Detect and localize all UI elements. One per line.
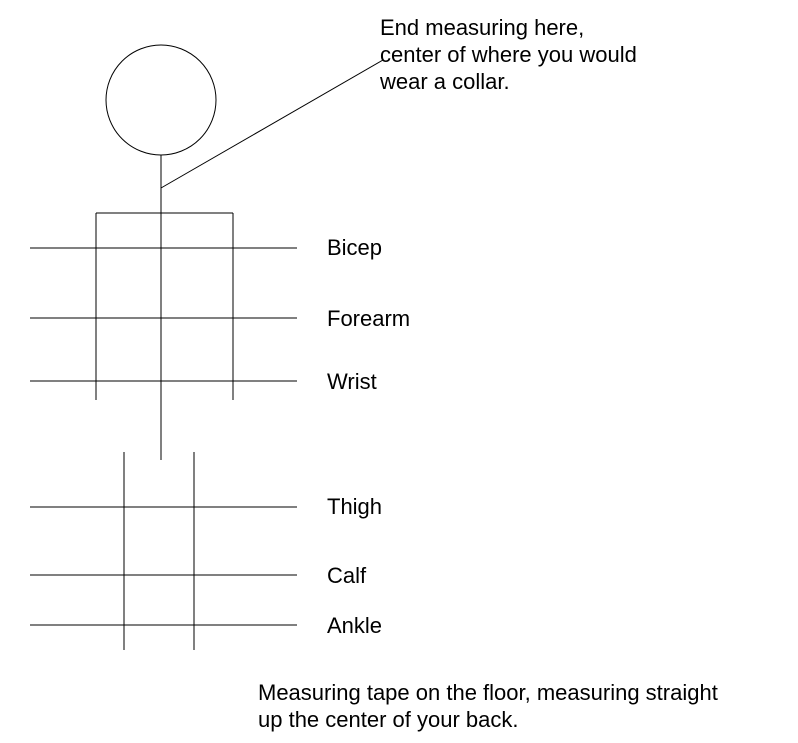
thigh-label: Thigh — [327, 494, 382, 519]
bicep-label: Bicep — [327, 235, 382, 260]
stick-figure — [95, 44, 384, 650]
collar-annotation-line-1: End measuring here, — [380, 15, 584, 40]
floor-annotation-line-2: up the center of your back. — [258, 707, 519, 732]
wrist-label: Wrist — [327, 369, 377, 394]
collar-annotation-line-3: wear a collar. — [379, 69, 510, 94]
collar-annotation-line-2: center of where you would — [380, 42, 637, 67]
forearm-label: Forearm — [327, 306, 410, 331]
calf-label: Calf — [327, 563, 367, 588]
collar-pointer-line — [160, 59, 384, 189]
collar-annotation: End measuring here, center of where you … — [379, 15, 637, 94]
measurement-labels: Bicep Forearm Wrist Thigh Calf Ankle — [327, 235, 410, 638]
measurement-lines — [30, 247, 297, 626]
ankle-label: Ankle — [327, 613, 382, 638]
floor-annotation: Measuring tape on the floor, measuring s… — [258, 680, 718, 732]
floor-annotation-line-1: Measuring tape on the floor, measuring s… — [258, 680, 718, 705]
head-circle — [105, 44, 217, 156]
